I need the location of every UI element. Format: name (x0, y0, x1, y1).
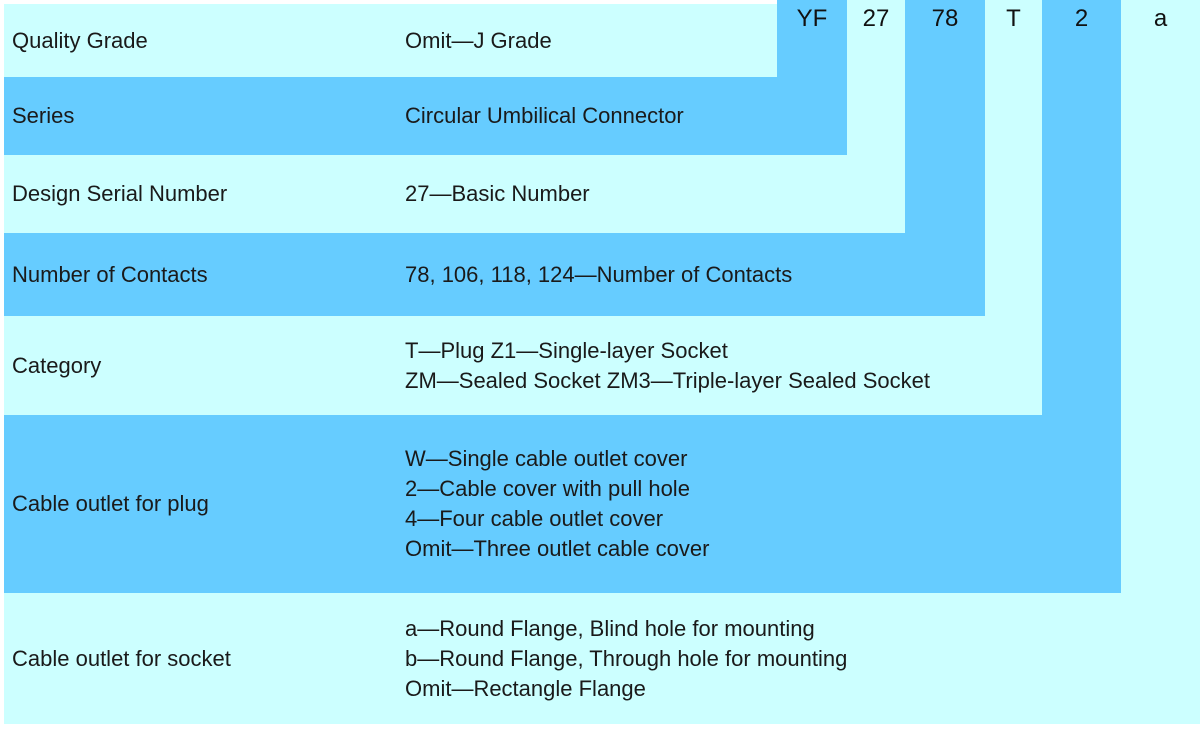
row-description-line: Omit—Three outlet cable cover (405, 536, 710, 561)
row-description: 78, 106, 118, 124—Number of Contacts (405, 260, 985, 290)
row-description-line: ZM—Sealed Socket ZM3—Triple-layer Sealed… (405, 366, 1042, 396)
row-label: Series (12, 103, 75, 128)
row-label: Quality Grade (12, 27, 148, 53)
row-description-line: W—Single cable outlet cover (405, 446, 688, 471)
row-design-serial-number: Design Serial Number 27—Basic Number (4, 155, 905, 233)
row-description-line: Omit—Rectangle Flange (405, 675, 646, 701)
row-cable-outlet-for-plug: Cable outlet for plug W—Single cable out… (4, 415, 1121, 593)
row-description: 27—Basic Number (405, 179, 905, 209)
row-description-line: 2—Cable cover with pull hole (405, 476, 690, 501)
row-label: Design Serial Number (12, 181, 228, 206)
row-description-line: 78, 106, 118, 124—Number of Contacts (405, 261, 793, 287)
category-option: ZM3—Triple-layer Sealed Socket (606, 367, 930, 393)
row-description: a—Round Flange, Blind hole for mounting … (405, 614, 1200, 704)
row-description-line: 4—Four cable outlet cover (405, 506, 664, 531)
row-label: Number of Contacts (12, 261, 208, 287)
row-description-line: 27—Basic Number (405, 181, 590, 206)
code-segment-yf: YF (796, 5, 828, 32)
row-number-of-contacts: Number of Contacts 78, 106, 118, 124—Num… (4, 233, 985, 316)
code-segment-2: 2 (1074, 5, 1089, 32)
row-label: Cable outlet for socket (12, 645, 231, 671)
row-description: Omit—J Grade (405, 26, 777, 56)
row-description-line: Circular Umbilical Connector (405, 103, 684, 128)
row-series: Series Circular Umbilical Connector (4, 77, 847, 155)
code-segment-a: a (1153, 5, 1168, 32)
row-category: Category T—Plug Z1—Single-layer Socket Z… (4, 316, 1042, 415)
category-option: Z1—Single-layer Socket (490, 337, 728, 363)
code-segment-78: 78 (931, 5, 959, 32)
row-cable-outlet-for-socket: Cable outlet for socket a—Round Flange, … (4, 593, 1200, 724)
row-label: Category (12, 352, 102, 378)
row-quality-grade: Quality Grade Omit—J Grade (4, 4, 777, 77)
category-option: ZM—Sealed Socket (405, 367, 601, 393)
row-description: Circular Umbilical Connector (405, 101, 847, 131)
row-description-line: b—Round Flange, Through hole for mountin… (405, 645, 848, 671)
row-description: W—Single cable outlet cover 2—Cable cove… (405, 444, 1121, 564)
category-option: T—Plug (405, 337, 485, 363)
row-description-line: T—Plug Z1—Single-layer Socket (405, 336, 1042, 366)
row-description-line: a—Round Flange, Blind hole for mounting (405, 615, 815, 641)
row-description-line: Omit—J Grade (405, 27, 552, 53)
code-segment-t: T (1006, 5, 1021, 32)
row-label: Cable outlet for plug (12, 491, 209, 516)
row-description: T—Plug Z1—Single-layer Socket ZM—Sealed … (405, 336, 1042, 396)
code-segment-27: 27 (862, 5, 890, 32)
